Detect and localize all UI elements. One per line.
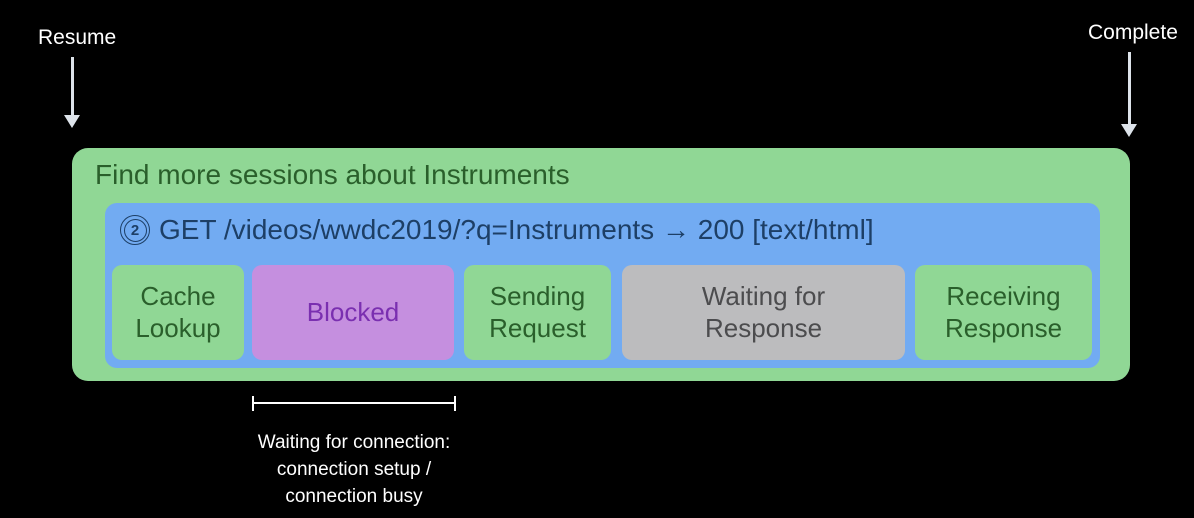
complete-arrow-icon <box>1121 52 1138 137</box>
resume-arrow-head <box>64 115 80 128</box>
phase-label: Sending Request <box>489 280 586 343</box>
step-number: 2 <box>123 218 147 242</box>
phase-label: Waiting for Response <box>701 280 826 343</box>
waiting-note: Waiting for connection: connection setup… <box>214 429 494 510</box>
phase-label: Cache Lookup <box>135 280 221 343</box>
phase-sending-request: Sending Request <box>464 265 611 360</box>
request-header: 2 GET /videos/wwdc2019/?q=Instruments → … <box>120 214 874 246</box>
complete-arrow-head <box>1121 124 1137 137</box>
phase-cache-lookup: Cache Lookup <box>112 265 244 360</box>
phase-label: Blocked <box>306 296 400 327</box>
complete-label: Complete <box>1088 21 1178 44</box>
session-title: Find more sessions about Instruments <box>95 159 570 190</box>
complete-arrow-shaft <box>1128 52 1131 125</box>
phase-waiting-for-response: Waiting for Response <box>622 265 905 360</box>
resume-arrow-icon <box>64 57 81 128</box>
waiting-note-line1: Waiting for connection: <box>257 432 451 453</box>
session-card: Find more sessions about Instruments 2 G… <box>72 148 1130 381</box>
waiting-note-line2: connection setup / <box>276 459 432 480</box>
bracket-right-tick <box>454 396 456 411</box>
resume-arrow-shaft <box>71 57 74 116</box>
request-summary: GET /videos/wwdc2019/?q=Instruments → 20… <box>159 214 874 245</box>
phase-receiving-response: Receiving Response <box>915 265 1092 360</box>
phase-blocked: Blocked <box>252 265 454 360</box>
blocked-range-bracket <box>252 396 456 411</box>
waiting-note-line3: connection busy <box>285 486 423 507</box>
request-bar: 2 GET /videos/wwdc2019/?q=Instruments → … <box>105 203 1100 368</box>
step-number-badge-icon: 2 <box>120 215 150 245</box>
phase-label: Receiving Response <box>944 280 1063 343</box>
resume-label: Resume <box>38 26 117 49</box>
bracket-bar <box>252 402 456 404</box>
